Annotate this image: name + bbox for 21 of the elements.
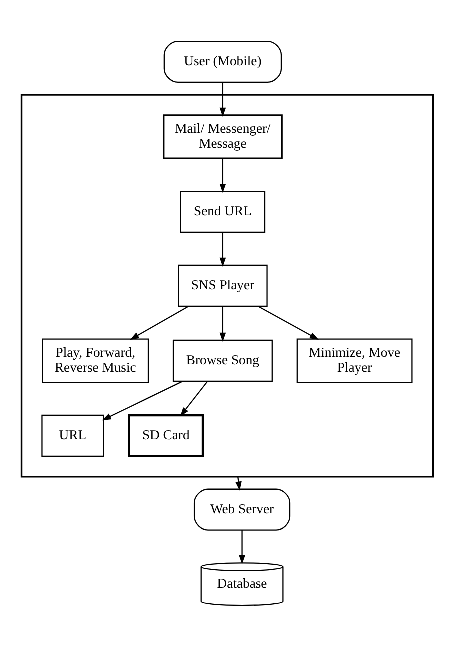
node-box: User (Mobile): [164, 40, 282, 84]
node-box: Web Server: [194, 488, 291, 531]
node-box: Play, Forward, Reverse Music: [42, 338, 150, 384]
arrow: [220, 158, 226, 194]
cluster: [20, 94, 434, 478]
node-box: Send URL: [180, 191, 266, 234]
arrow: [239, 530, 246, 565]
arrow: [102, 381, 183, 421]
node-box: Mail/ Messenger/ Message: [163, 114, 283, 160]
arrow: [236, 476, 242, 491]
node-box: Browse Song: [172, 340, 273, 382]
node-box: Minimize, Move Player: [296, 338, 413, 384]
node-box: URL: [42, 414, 104, 457]
node-box: SNS Player: [178, 264, 268, 307]
arrow: [220, 232, 226, 267]
arrow: [130, 306, 190, 340]
arrow: [220, 306, 226, 342]
arrow: [180, 381, 208, 417]
arrow: [220, 82, 226, 118]
arrow: [258, 306, 320, 340]
node-box: SD Card: [128, 414, 204, 458]
